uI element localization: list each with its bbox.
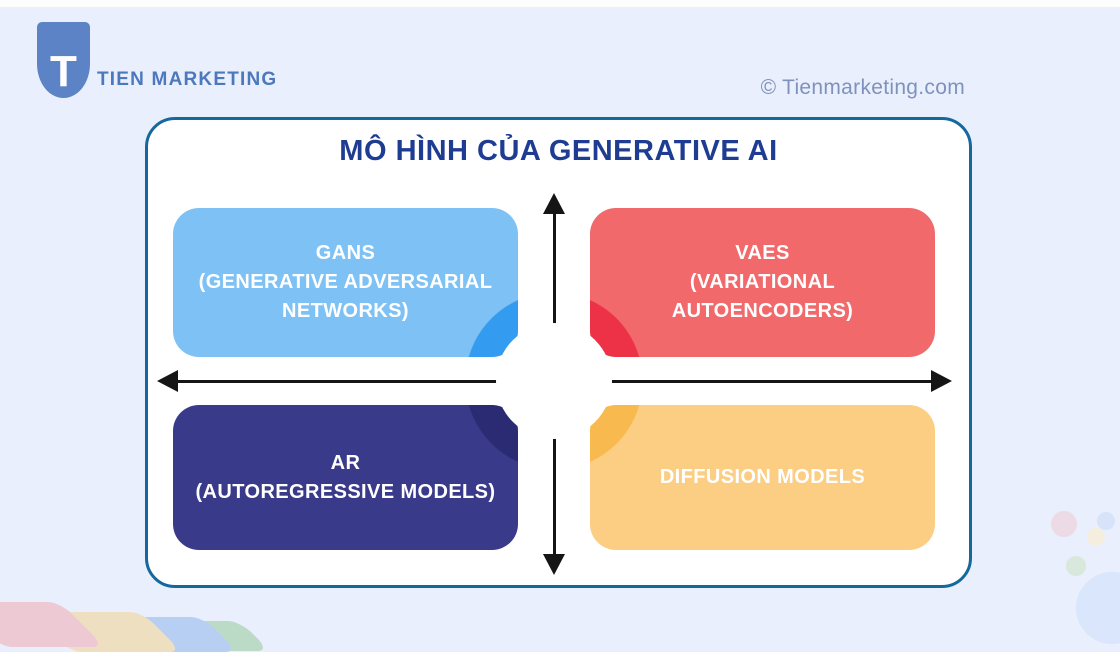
quadrant-gans: GANS (GENERATIVE ADVERSARIAL NETWORKS) [173,208,518,357]
quadrant-vaes: VAES (VARIATIONAL AUTOENCODERS) [590,208,935,357]
diagram-card: MÔ HÌNH CỦA GENERATIVE AI GANS (GENERATI… [145,117,972,588]
decor-dot-green [1066,556,1086,576]
quadrant-ar-label: AR (AUTOREGRESSIVE MODELS) [195,451,496,503]
decor-dot-pink [1051,511,1077,537]
axis-center-circle [496,323,612,439]
quadrant-gans-label: GANS (GENERATIVE ADVERSARIAL NETWORKS) [198,242,493,322]
brand-logo-letter: T [50,47,77,96]
arrowhead-down-icon [543,554,565,575]
quadrant-vaes-label: VAES (VARIATIONAL AUTOENCODERS) [671,242,854,322]
decor-dot-blue-small [1097,512,1115,530]
arrowhead-up-icon [543,193,565,214]
quadrant-ar: AR (AUTOREGRESSIVE MODELS) [173,405,518,550]
watermark-text: © Tienmarketing.com [760,76,965,99]
brand-logo-badge: T [37,22,90,98]
quadrant-diffusion-label: DIFFUSION MODELS [659,466,866,488]
quadrant-diffusion: DIFFUSION MODELS [590,405,935,550]
decor-dot-cream [1087,528,1105,546]
arrowhead-left-icon [157,370,178,392]
top-strip [0,0,1120,7]
diagram-title: MÔ HÌNH CỦA GENERATIVE AI [339,135,778,167]
arrowhead-right-icon [931,370,952,392]
decor-dot-blue-large [1076,572,1120,644]
brand-name: TIEN MARKETING [97,69,278,90]
